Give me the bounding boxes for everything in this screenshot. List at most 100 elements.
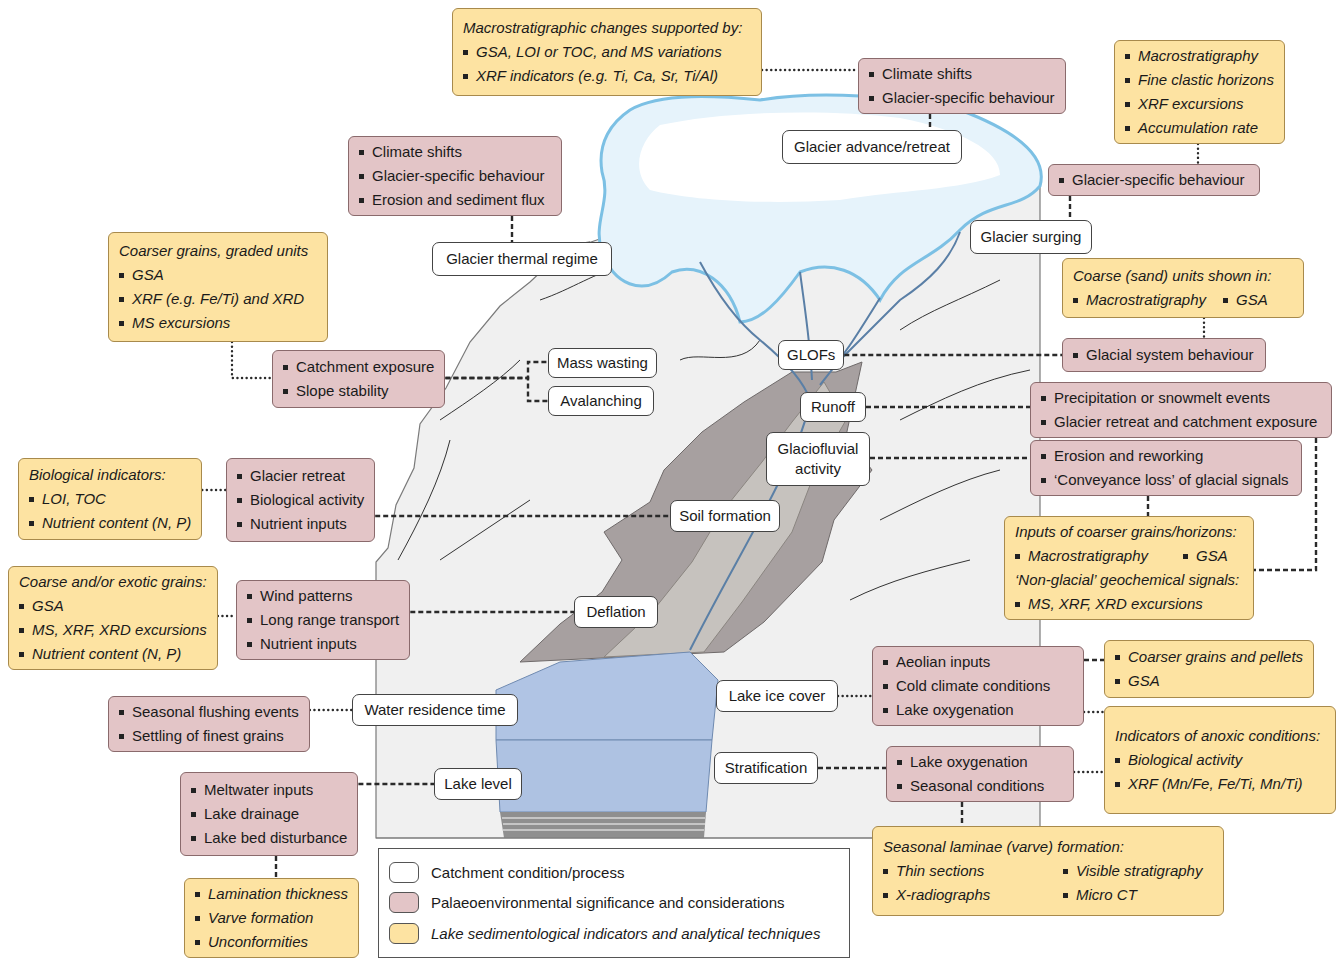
legend-swatch: [389, 862, 419, 883]
text-item: Thin sections: [883, 859, 1063, 883]
bullet-square: [883, 708, 888, 713]
text-row: Inputs of coarser grains/horizons:: [1015, 520, 1243, 544]
box-text: GSA: [32, 594, 64, 618]
dotted-connector: [961, 802, 963, 826]
significance-box: Climate shiftsGlacier-specific behaviour…: [348, 136, 562, 216]
bullet-square: [1015, 554, 1020, 559]
text-row: Climate shifts: [359, 140, 551, 164]
text-item: Lake ice cover: [729, 686, 826, 706]
text-row: Glacier surging: [981, 227, 1082, 247]
dotted-connector: [1147, 496, 1149, 516]
box-text: Accumulation rate: [1138, 116, 1258, 140]
text-row: MacrostratigraphyGSA: [1073, 288, 1293, 312]
legend-row: Palaeoenvironmental significance and con…: [389, 892, 839, 913]
text-item: Glacier advance/retreat: [794, 137, 950, 157]
indicator-heading: ‘Non-glacial’ geochemical signals:: [1015, 568, 1239, 592]
text-item: Nutrient inputs: [237, 512, 347, 536]
text-item: Catchment exposure: [283, 355, 434, 379]
box-text: Seasonal conditions: [910, 774, 1044, 798]
text-row: GSA: [19, 594, 207, 618]
box-text: Lake level: [444, 774, 512, 794]
text-row: Water residence time: [364, 700, 505, 720]
indicator-box: Biological indicators:LOI, TOCNutrient c…: [18, 458, 202, 540]
box-text: Biological activity: [1128, 748, 1242, 772]
text-item: MS excursions: [119, 311, 230, 335]
indicator-heading: Coarser grains, graded units: [119, 239, 308, 263]
dotted-connector: [1084, 659, 1104, 661]
text-item: Glacier surging: [981, 227, 1082, 247]
box-text: Water residence time: [364, 700, 505, 720]
dotted-connector: [202, 489, 226, 491]
indicator-box: Coarser grains and pelletsGSA: [1104, 640, 1314, 698]
box-text: GSA: [1236, 288, 1268, 312]
illustration-shape: [398, 440, 450, 560]
legend-swatch: [389, 923, 419, 944]
dotted-connector: [929, 114, 931, 130]
dotted-connector: [358, 783, 434, 785]
text-row: Soil formation: [679, 506, 771, 526]
box-text: Lake oxygenation: [896, 698, 1014, 722]
text-row: Lake ice cover: [729, 686, 826, 706]
legend-swatch: [389, 892, 419, 913]
legend-text: Lake sedimentological indicators and ana…: [431, 925, 820, 942]
text-row: Glaciofluvial activity: [775, 439, 861, 479]
text-item: Cold climate conditions: [883, 674, 1050, 698]
text-item: Stratification: [725, 758, 808, 778]
bullet-square: [869, 72, 874, 77]
text-row: Avalanching: [560, 391, 641, 411]
text-row: Deflation: [586, 602, 645, 622]
text-item: Climate shifts: [359, 140, 462, 164]
illustration-shape: [599, 95, 1041, 322]
text-row: Long range transport: [247, 608, 399, 632]
text-item: Macrostratigraphic changes supported by:: [463, 16, 742, 40]
dotted-connector: [1074, 771, 1104, 773]
text-row: Glacier-specific behaviour: [869, 86, 1055, 110]
text-row: MS, XRF, XRD excursions: [19, 618, 207, 642]
text-row: Glacier-specific behaviour: [359, 164, 551, 188]
text-item: XRF excursions: [1125, 92, 1244, 116]
box-text: Runoff: [811, 397, 855, 417]
text-item: Water residence time: [364, 700, 505, 720]
indicator-heading: Coarse and/or exotic grains:: [19, 570, 207, 594]
box-text: Nutrient content (N, P): [42, 511, 191, 535]
text-row: ‘Non-glacial’ geochemical signals:: [1015, 568, 1243, 592]
text-item: Macrostratigraphy: [1015, 544, 1183, 568]
bullet-square: [1125, 126, 1130, 131]
bullet-square: [19, 628, 24, 633]
process-box: Runoff: [800, 392, 866, 422]
box-text: Glacial system behaviour: [1086, 343, 1254, 367]
text-row: GSA: [1115, 669, 1303, 693]
bullet-square: [1125, 78, 1130, 83]
bullet-square: [1059, 178, 1064, 183]
illustration-shape: [680, 340, 760, 360]
legend-text: Palaeoenvironmental significance and con…: [431, 894, 785, 911]
text-row: Mass wasting: [557, 353, 648, 373]
legend: Catchment condition/processPalaeoenviron…: [378, 848, 850, 958]
text-item: Lake level: [444, 774, 512, 794]
box-text: Lake ice cover: [729, 686, 826, 706]
legend-text: Catchment condition/process: [431, 864, 624, 881]
bullet-square: [247, 594, 252, 599]
bullet-square: [1223, 298, 1228, 303]
text-row: Varve formation: [195, 906, 348, 930]
box-text: XRF (e.g. Fe/Ti) and XRD: [132, 287, 304, 311]
box-text: Glacier-specific behaviour: [1072, 168, 1245, 192]
dotted-connector: [275, 856, 277, 878]
text-row: Thin sectionsVisible stratigraphy: [883, 859, 1213, 883]
dotted-connector: [410, 611, 574, 613]
bullet-square: [1125, 54, 1130, 59]
text-item: Glacier-specific behaviour: [1059, 168, 1245, 192]
bullet-square: [29, 521, 34, 526]
bullet-square: [869, 96, 874, 101]
text-item: Glacier-specific behaviour: [869, 86, 1055, 110]
text-row: Nutrient content (N, P): [19, 642, 207, 666]
bullet-square: [247, 618, 252, 623]
indicator-box: MacrostratigraphyFine clastic horizonsXR…: [1114, 40, 1285, 144]
text-row: Glacier thermal regime: [446, 249, 598, 269]
significance-box: Lake oxygenationSeasonal conditions: [886, 746, 1074, 802]
bullet-square: [191, 788, 196, 793]
text-row: X-radiographsMicro CT: [883, 883, 1213, 907]
text-row: Coarser grains and pellets: [1115, 645, 1303, 669]
box-text: Lake bed disturbance: [204, 826, 347, 850]
